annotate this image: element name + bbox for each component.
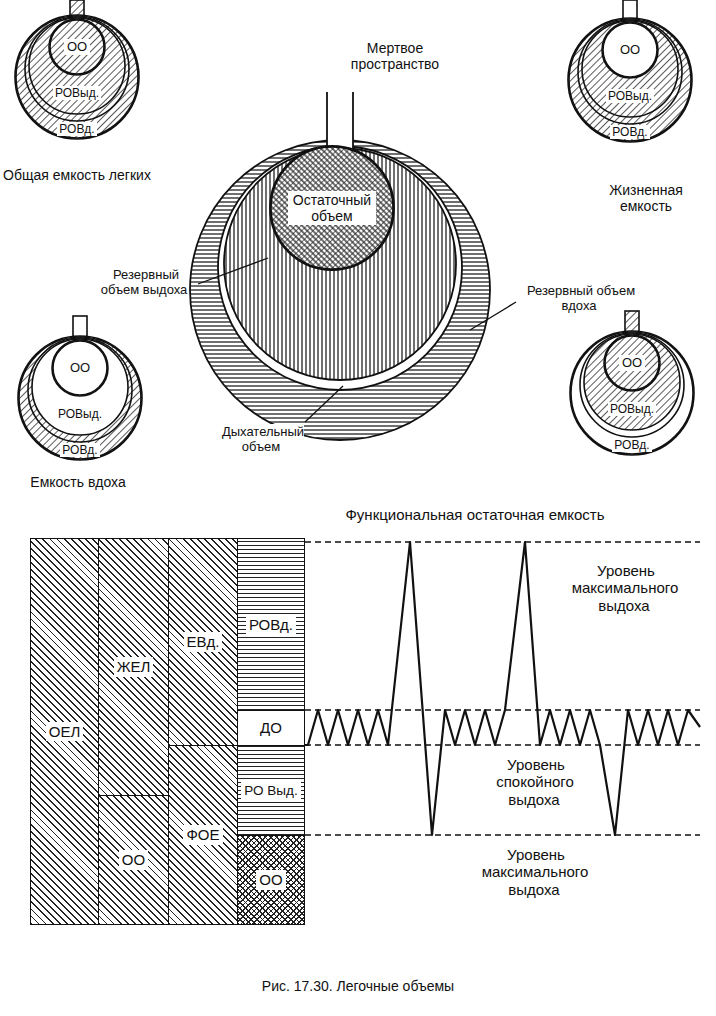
residual-circle: ОО [602, 22, 658, 78]
volume-segment: РО Выд. [237, 745, 305, 836]
circle-outline [16, 16, 138, 138]
ring-label: РОВыд. [595, 90, 665, 104]
small-lung-tr [568, 0, 692, 142]
circle-outline [569, 19, 691, 141]
level-label: Уровень максимального выдоха [572, 562, 679, 614]
volume-name: РО Выд. [241, 782, 300, 800]
circle-outline [271, 147, 393, 269]
callout-label: Резервный объем вдоха [525, 283, 635, 313]
circle-outline [571, 332, 693, 454]
small-lung-bl [18, 316, 142, 460]
callout-label: Резервный объем выдоха [95, 268, 195, 298]
ring-label: РОВыд. [42, 87, 112, 101]
circle-outline [50, 20, 104, 74]
ring-label: РОВыд. [53, 86, 101, 100]
figure-title: Общая емкость легких [2, 167, 152, 183]
volume-name: ОЕЛ [46, 722, 84, 741]
lung-circle: Общая емкость легкихОО [15, 15, 139, 139]
figure-title: Емкость вдоха [8, 474, 148, 490]
volume-segment: ДО [237, 710, 305, 746]
small-lung-br [570, 311, 694, 455]
ring-label: РОВд. [60, 443, 99, 457]
ring-label: РОВд. [602, 439, 662, 453]
ring-label: РОВд. [610, 125, 649, 139]
ring-label: РОВыд. [45, 408, 115, 422]
callout-label: Мертвое пространство [330, 40, 460, 72]
capacity-column: ЖЕЛ [98, 538, 169, 796]
volume-name: ОО [256, 870, 285, 889]
volume-segment: РОВд. [237, 538, 305, 711]
volume-name: РОВд. [246, 615, 296, 634]
leader-lines [198, 258, 516, 422]
residual-circle: ОО [49, 19, 105, 75]
volume-name: ЕВд. [184, 632, 223, 651]
level-lines [305, 542, 700, 835]
circle-outline [603, 23, 657, 77]
level-label: Уровень максимального выдоха [565, 562, 685, 614]
lung-circle: Функциональная остаточная емкостьОО [570, 331, 694, 455]
ring-label: РОВд. [47, 123, 107, 137]
volume-name: ФОЕ [183, 825, 222, 844]
circle-outline [605, 336, 659, 390]
circle-outline [53, 341, 107, 395]
residual-circle: ОО [604, 335, 660, 391]
circle-outline [568, 18, 692, 142]
capacity-column: ОЕЛ [30, 538, 99, 925]
callout-label: Дыхательный объем [220, 424, 304, 454]
ring-label: РОВыд. [608, 402, 656, 416]
ring-label: РОВыд. [606, 89, 654, 103]
callout-label: Резервный объем вдоха [520, 284, 640, 314]
volume-name: Остаточный объем [288, 191, 376, 225]
circle-outline [570, 331, 694, 455]
volume-segment: ОО [237, 835, 305, 925]
volume-name: ЖЕЛ [114, 657, 154, 676]
ring-label: РОВыд. [56, 407, 104, 421]
lung-circle: Жизненная емкостьОО [568, 18, 692, 142]
callout-label: Резервный объем выдоха [101, 267, 190, 297]
volume-name: ОО [617, 42, 643, 59]
lung-circle: Емкость вдохаОО [18, 336, 142, 460]
ring-label: РОВд. [50, 444, 110, 458]
residual-circle: Остаточный объем [270, 146, 394, 270]
small-lung-tl [15, 0, 139, 139]
circle-outline [18, 336, 142, 460]
level-label: Уровень максимального выдоха [475, 846, 595, 898]
callout-label: Мертвое пространство [351, 40, 439, 72]
figure-caption: Рис. 17.30. Легочные объемы [80, 978, 636, 994]
volume-name: ОО [619, 355, 645, 372]
volume-name: ОО [64, 39, 90, 56]
capacity-column: ОО [98, 795, 169, 925]
capacity-column: ФОЕ [168, 745, 238, 925]
volume-name: ДО [257, 718, 285, 737]
level-label: Уровень максимального выдоха [482, 846, 589, 898]
big-lung [190, 92, 490, 440]
ring-label: РОВыд. [597, 403, 667, 417]
figure-title: Жизненная емкость [598, 182, 694, 214]
volume-name: ОО [67, 360, 93, 377]
figure-title: Функциональная остаточная емкость [320, 506, 630, 523]
ring-label: РОВд. [57, 122, 96, 136]
ring-label: РОВд. [600, 126, 660, 140]
level-label: Уровень спокойного выдоха [475, 756, 595, 808]
volume-name: ОО [119, 850, 148, 869]
capacity-column: ЕВд. [168, 538, 238, 746]
callout-label: Дыхательный объем [217, 425, 307, 455]
level-label: Уровень спокойного выдоха [496, 756, 574, 808]
circle-outline [19, 337, 141, 459]
residual-circle: ОО [52, 340, 108, 396]
spirogram-trace [305, 542, 700, 835]
circle-outline [15, 15, 139, 139]
ring-label: РОВд. [612, 438, 651, 452]
